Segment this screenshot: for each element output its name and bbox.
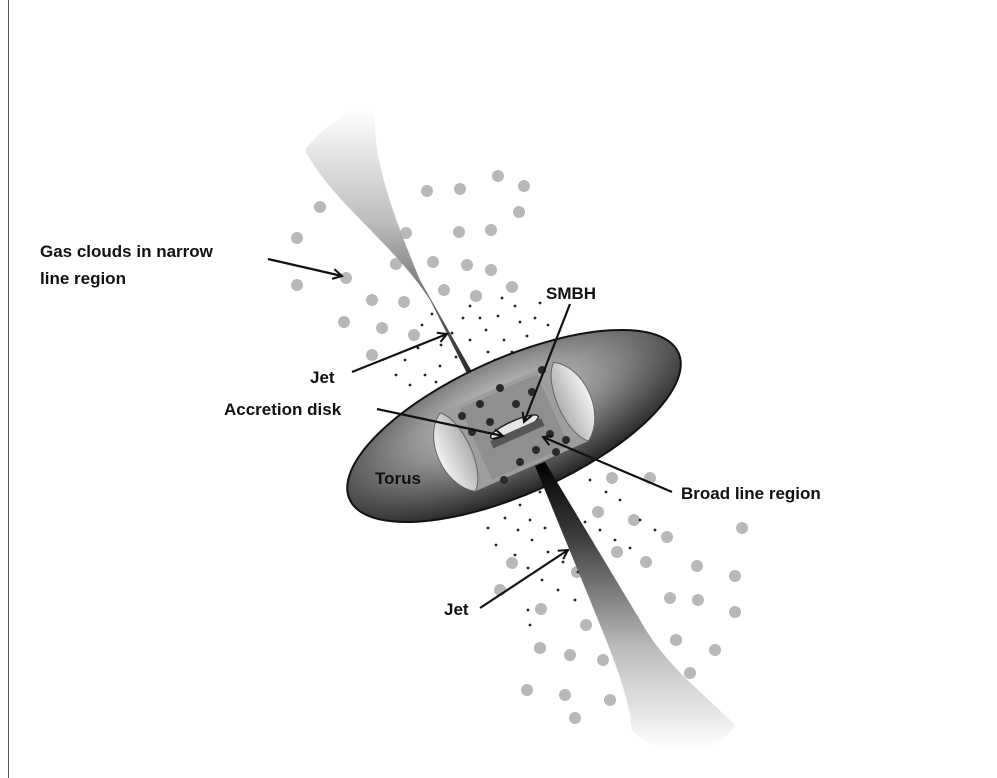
jet-upper-arrow <box>352 334 447 372</box>
jet-upper-label: Jet <box>310 366 335 390</box>
gas-clouds-label-line2: line region <box>40 267 126 291</box>
jet-lower-arrow <box>480 550 568 608</box>
gas-clouds-label-line1: Gas clouds in narrow <box>40 240 213 264</box>
smbh-label: SMBH <box>546 282 596 306</box>
broad-line-region-label: Broad line region <box>681 482 821 506</box>
accretion-disk-label: Accretion disk <box>224 398 341 422</box>
jet-lower-label: Jet <box>444 598 469 622</box>
gas-clouds-arrow <box>268 259 342 276</box>
torus-label: Torus <box>375 467 421 491</box>
